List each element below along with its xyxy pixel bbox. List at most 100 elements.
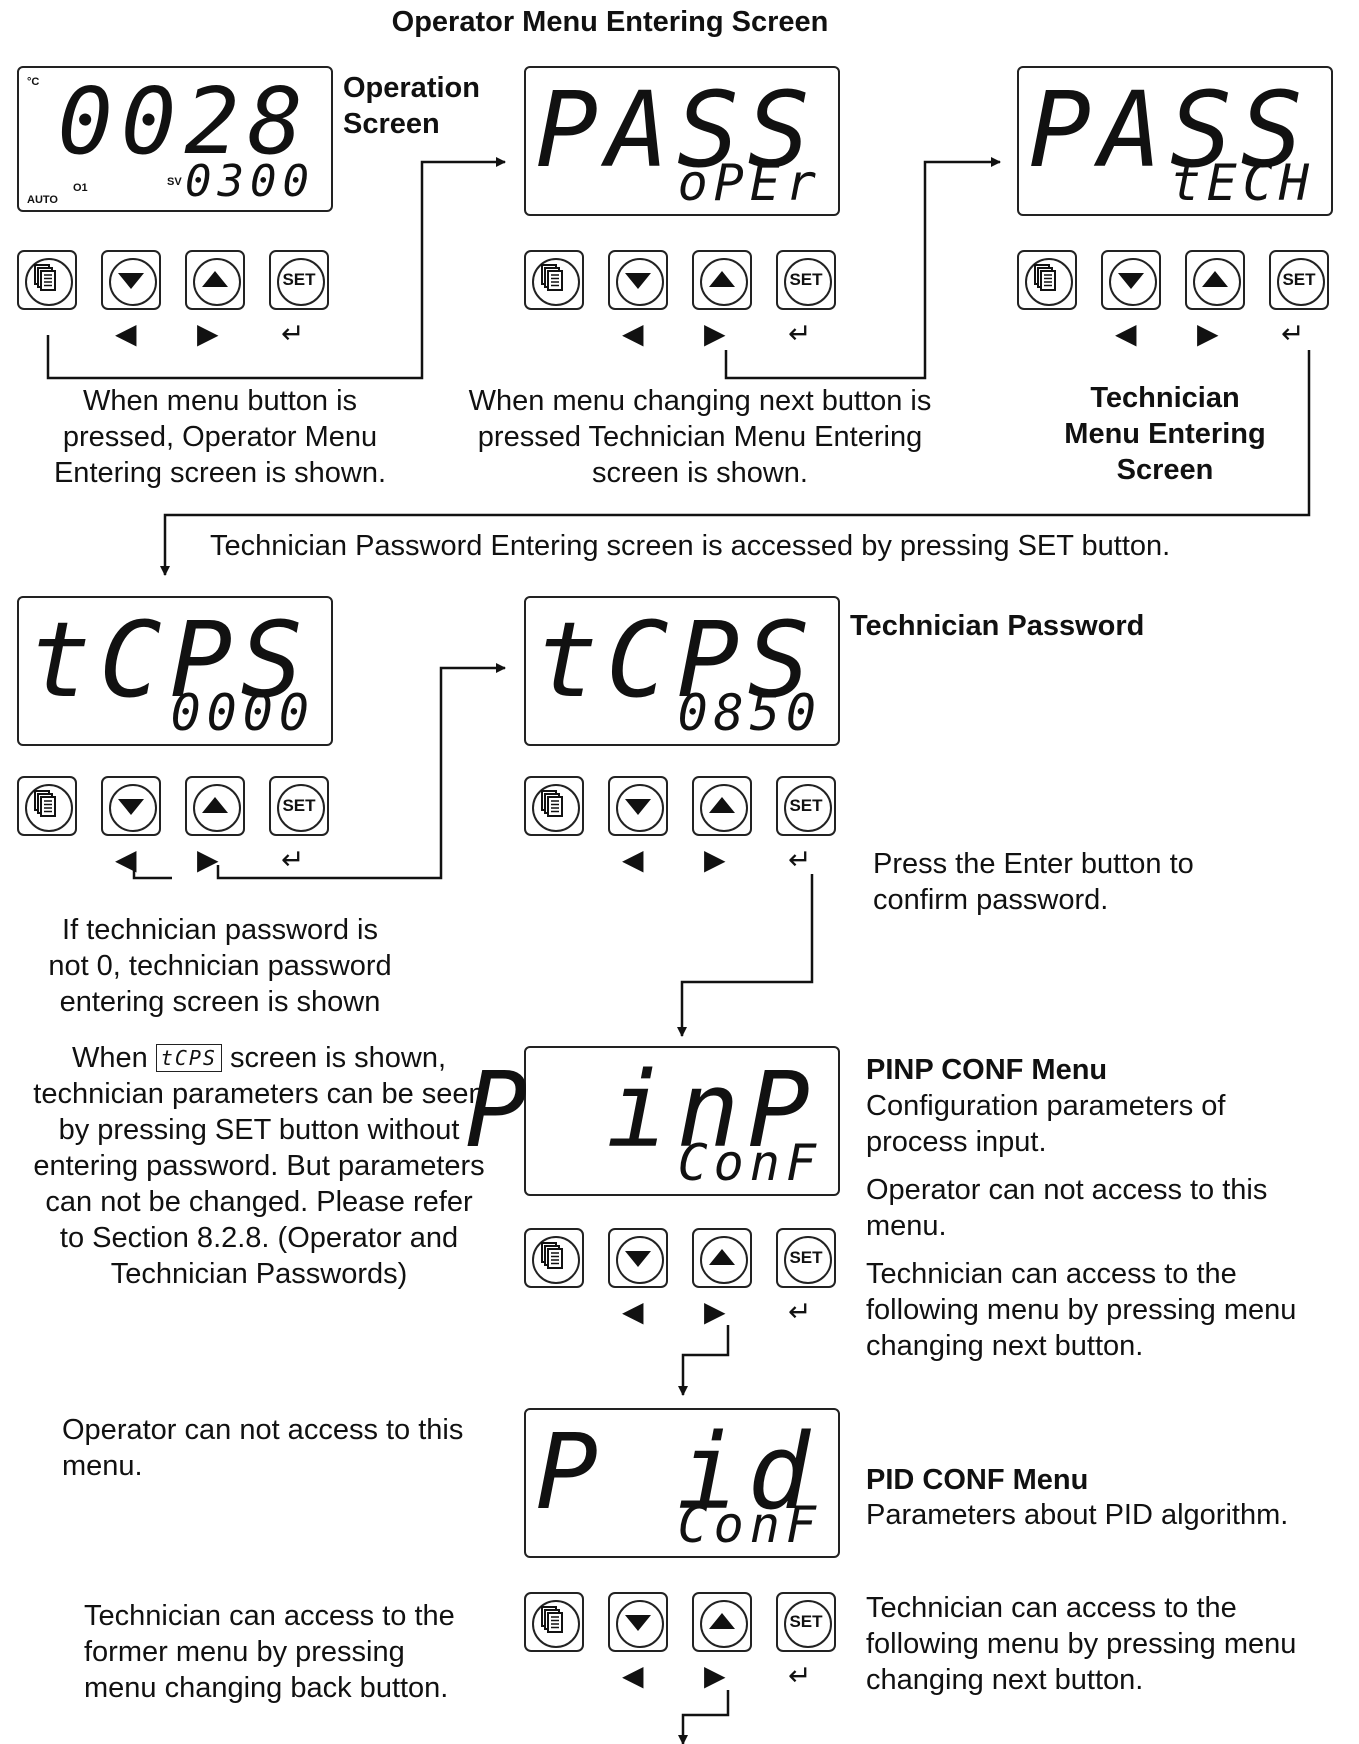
button-ring	[532, 1600, 580, 1648]
button-ring	[277, 258, 325, 306]
auto-indicator: AUTO	[27, 194, 58, 206]
up-triangle-icon	[709, 1249, 735, 1265]
o1-indicator: O1	[73, 182, 88, 194]
menu-button[interactable]	[524, 250, 584, 310]
menu-pages-icon	[34, 264, 56, 291]
button-ring	[532, 1236, 580, 1284]
button-ring	[700, 784, 748, 832]
down-button[interactable]	[608, 1592, 668, 1652]
down-triangle-icon	[1118, 273, 1144, 289]
display-bottom-text: 0000	[170, 684, 315, 742]
right-arrow-icon: ▶	[704, 317, 726, 350]
display-top-text: PASS	[1028, 69, 1311, 191]
connector-pinp-to-pid	[678, 1325, 730, 1396]
set-button[interactable]: SET	[776, 1228, 836, 1288]
display-bottom-text: 0850	[677, 684, 822, 742]
set-label: SET	[789, 1612, 823, 1631]
left-arrow-icon: ◀	[115, 843, 137, 876]
display-top-text: PASS	[535, 69, 818, 191]
button-ring	[616, 1600, 664, 1648]
pid-desc: Parameters about PID algorithm.	[866, 1499, 1289, 1531]
display-tcps-0850: tCPS 0850	[524, 596, 840, 746]
right-arrow-icon: ▶	[704, 1295, 726, 1328]
up-button[interactable]	[1185, 250, 1245, 310]
display-pass-tech: PASS tECH	[1017, 66, 1333, 216]
enter-icon: ↵	[788, 1659, 812, 1692]
right-arrow-icon: ▶	[704, 843, 726, 876]
set-button[interactable]: SET	[776, 776, 836, 836]
up-button[interactable]	[692, 776, 752, 836]
set-label: SET	[789, 270, 823, 289]
menu-button[interactable]	[524, 776, 584, 836]
menu-pages-icon	[541, 264, 563, 291]
up-button[interactable]	[692, 1228, 752, 1288]
menu-pages-icon	[541, 1242, 563, 1269]
down-button[interactable]	[1101, 250, 1161, 310]
enter-icon: ↵	[281, 843, 305, 876]
down-button[interactable]	[101, 776, 161, 836]
connector-tcps-to-password	[216, 663, 506, 880]
button-ring	[1109, 258, 1157, 306]
button-ring	[616, 784, 664, 832]
menu-button[interactable]	[17, 776, 77, 836]
set-button[interactable]: SET	[269, 250, 329, 310]
button-ring	[532, 784, 580, 832]
set-button[interactable]: SET	[1269, 250, 1329, 310]
display-top-text: tCPS	[28, 599, 311, 721]
connector-pid-continue	[678, 1690, 730, 1744]
menu-pages-icon	[541, 790, 563, 817]
down-button[interactable]	[101, 250, 161, 310]
enter-icon: ↵	[788, 1295, 812, 1328]
down-button[interactable]	[608, 250, 668, 310]
menu-button[interactable]	[1017, 250, 1077, 310]
down-triangle-icon	[625, 1615, 651, 1631]
down-button[interactable]	[608, 1228, 668, 1288]
display-bottom-text: ConF	[677, 1134, 822, 1192]
set-button[interactable]: SET	[269, 776, 329, 836]
menu-button[interactable]	[17, 250, 77, 310]
down-triangle-icon	[625, 273, 651, 289]
menu-button[interactable]	[524, 1592, 584, 1652]
up-button[interactable]	[185, 250, 245, 310]
button-ring	[700, 1236, 748, 1284]
button-ring	[25, 784, 73, 832]
menu-pages-icon	[34, 790, 56, 817]
display-top-text: P id	[535, 1411, 818, 1533]
down-button[interactable]	[608, 776, 668, 836]
button-ring	[109, 258, 157, 306]
display-pid-conf: P id ConF	[524, 1408, 840, 1558]
up-button[interactable]	[185, 776, 245, 836]
right-arrow-icon: ▶	[197, 317, 219, 350]
left-arrow-icon: ◀	[115, 317, 137, 350]
set-button[interactable]: SET	[776, 1592, 836, 1652]
set-button[interactable]: SET	[776, 250, 836, 310]
process-value: 0028	[57, 68, 311, 175]
up-button[interactable]	[692, 250, 752, 310]
connector-tcps-left-bracket	[132, 865, 172, 880]
enter-icon: ↵	[788, 317, 812, 350]
left-arrow-icon: ◀	[1115, 317, 1137, 350]
set-label: SET	[1282, 270, 1316, 289]
display-bottom-text: tECH	[1170, 154, 1315, 212]
button-ring	[109, 784, 157, 832]
tech-password-label: Technician Password	[850, 610, 1145, 642]
set-label: SET	[789, 796, 823, 815]
menu-button[interactable]	[524, 1228, 584, 1288]
menu-pages-icon	[541, 1606, 563, 1633]
set-label: SET	[282, 796, 316, 815]
button-ring	[700, 1600, 748, 1648]
up-button[interactable]	[692, 1592, 752, 1652]
button-ring	[700, 258, 748, 306]
connector-password-to-pinp	[677, 874, 814, 1037]
enter-icon: ↵	[281, 317, 305, 350]
up-triangle-icon	[202, 797, 228, 813]
sv-indicator: SV	[167, 176, 182, 188]
